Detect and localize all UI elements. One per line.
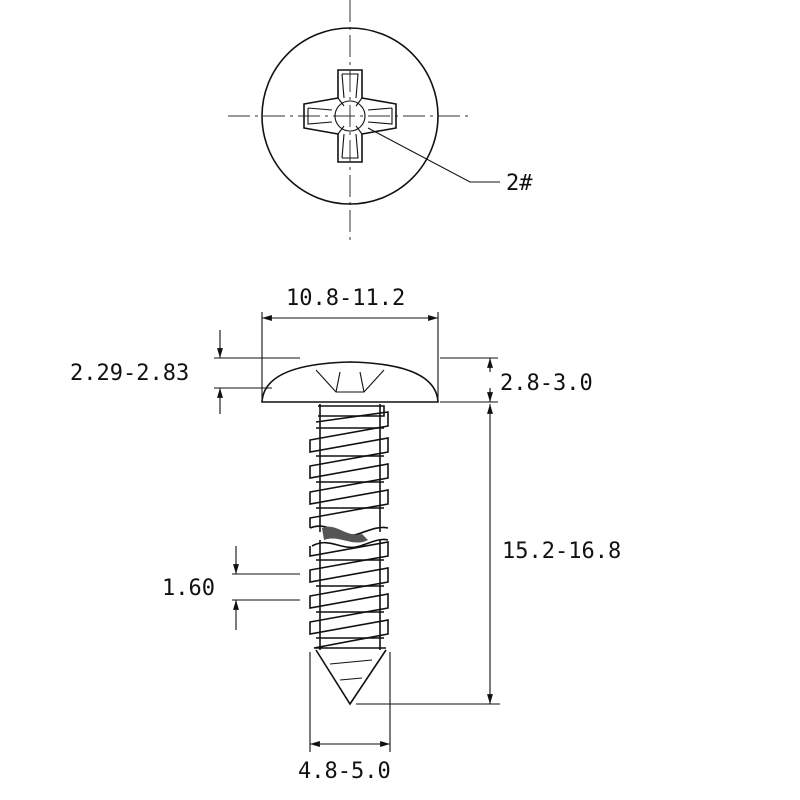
break-line-top [309, 525, 389, 536]
head-diameter-label: 10.8-11.2 [286, 286, 405, 311]
thread-pitch-label: 1.60 [162, 576, 215, 601]
head-outline-circle [261, 27, 439, 205]
screw-length-label: 15.2-16.8 [502, 539, 621, 564]
recess-profile [315, 369, 385, 393]
side-view: 10.8-11.2 2.29-2.83 2.8-3.0 15.2-16.8 1.… [70, 286, 621, 784]
head-height-right-label: 2.8-3.0 [500, 371, 593, 396]
screw-tip [315, 649, 387, 706]
screw-shank [309, 404, 389, 706]
break-line-bottom [311, 538, 389, 549]
top-view: 2# [228, 0, 533, 240]
phillips-recess-icon [303, 69, 397, 163]
head-height-left-label: 2.29-2.83 [70, 361, 189, 386]
drive-size-leader [367, 127, 500, 183]
thread-diameter-label: 4.8-5.0 [298, 759, 391, 784]
drive-size-label: 2# [506, 171, 533, 196]
screw-head-profile [261, 361, 439, 403]
